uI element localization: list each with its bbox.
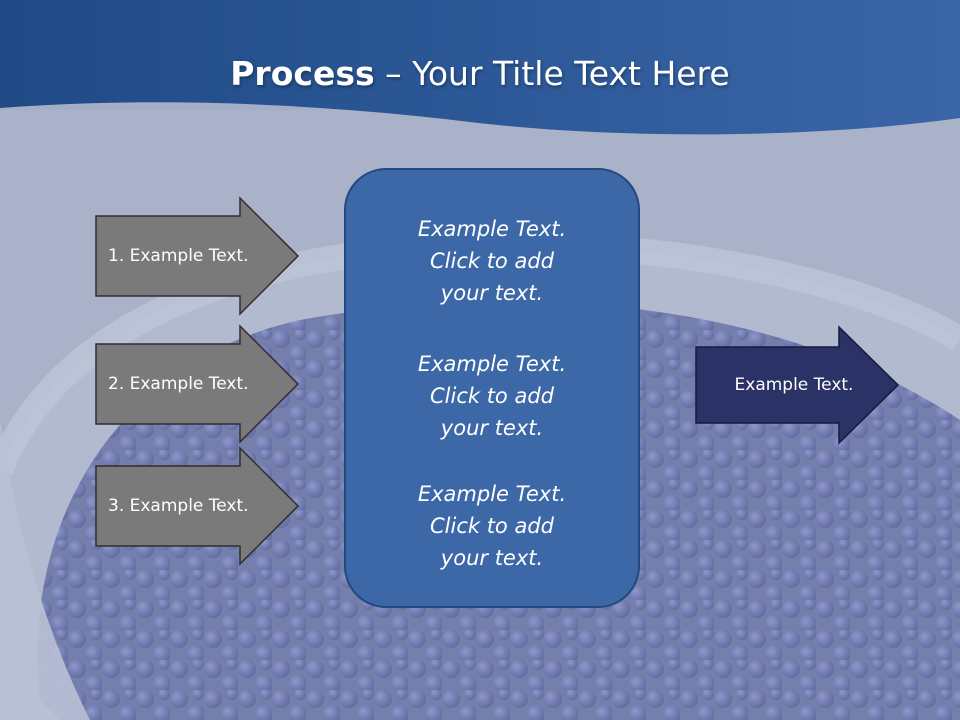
step-label-1: 1. Example Text. — [108, 246, 249, 266]
step-label-2: 2. Example Text. — [108, 374, 249, 394]
center-text-block-2: Example Text. Click to add your text. — [344, 348, 640, 444]
step-arrow-3: 3. Example Text. — [95, 446, 300, 566]
center-text-line: Example Text. — [417, 352, 567, 376]
step-arrow-2: 2. Example Text. — [95, 324, 300, 444]
step-arrow-1: 1. Example Text. — [95, 196, 300, 316]
center-text-line: Example Text. — [417, 482, 567, 506]
output-arrow: Example Text. — [695, 325, 900, 445]
title-rest: – Your Title Text Here — [374, 54, 730, 93]
center-text-line: Click to add — [429, 249, 554, 273]
center-text-line: Click to add — [429, 514, 554, 538]
slide-title: Process – Your Title Text Here — [0, 52, 960, 96]
arrow-shape — [95, 196, 300, 316]
step-label-3: 3. Example Text. — [108, 496, 249, 516]
output-label: Example Text. — [734, 375, 854, 395]
center-text-line: Example Text. — [417, 217, 567, 241]
center-text-line: your text. — [440, 416, 544, 440]
center-text-line: your text. — [440, 281, 544, 305]
center-process-box — [344, 168, 640, 608]
center-text-line: Click to add — [429, 384, 554, 408]
arrow-shape — [95, 446, 300, 566]
arrow-shape — [695, 325, 900, 445]
center-text-block-1: Example Text. Click to add your text. — [344, 213, 640, 309]
center-text-line: your text. — [440, 546, 544, 570]
title-bold: Process — [230, 54, 375, 93]
center-text-block-3: Example Text. Click to add your text. — [344, 478, 640, 574]
arrow-shape — [95, 324, 300, 444]
